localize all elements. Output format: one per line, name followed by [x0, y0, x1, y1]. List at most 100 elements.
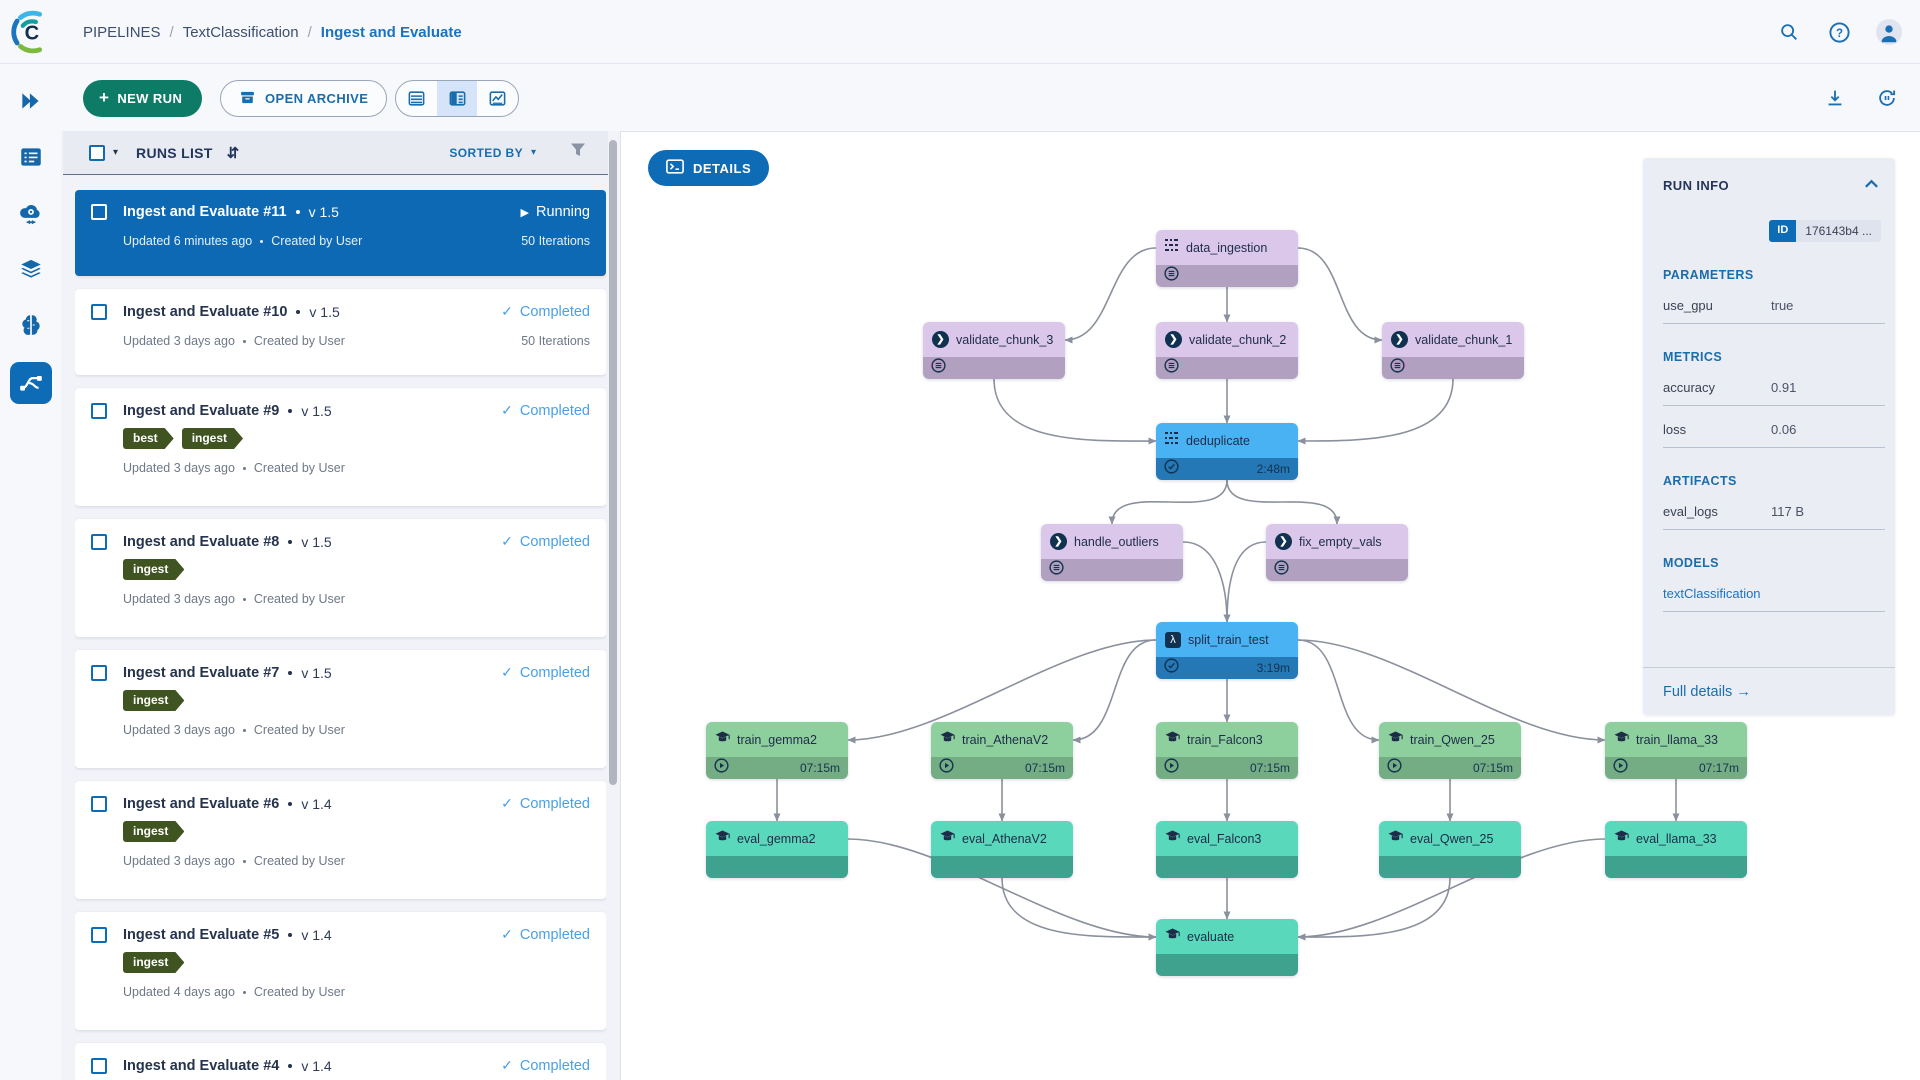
pipeline-node-eval_Falcon3[interactable]: eval_Falcon3: [1156, 821, 1298, 878]
sidebar-item-models[interactable]: [0, 299, 61, 355]
filter-icon[interactable]: [570, 143, 586, 162]
info-row: textClassification: [1663, 586, 1885, 612]
breadcrumb-separator: /: [307, 23, 312, 41]
clearml-logo[interactable]: C: [8, 9, 54, 55]
node-footer: [706, 856, 848, 878]
help-icon[interactable]: ?: [1826, 19, 1852, 45]
sidebar-item-workers[interactable]: [0, 187, 61, 243]
run-checkbox[interactable]: [91, 926, 107, 943]
full-details-link[interactable]: Full details →: [1663, 683, 1751, 700]
run-title: Ingest and Evaluate #7: [123, 664, 280, 681]
runs-list-scrollbar[interactable]: [609, 140, 617, 785]
download-icon[interactable]: [1824, 87, 1848, 111]
process-icon: ❯: [1391, 331, 1408, 348]
sort-icon[interactable]: ⇵: [226, 144, 240, 162]
node-header: ❯validate_chunk_3: [923, 322, 1065, 357]
train-icon: [1165, 830, 1180, 848]
pipeline-node-validate_chunk_3[interactable]: ❯validate_chunk_3: [923, 322, 1065, 379]
breadcrumb-item[interactable]: PIPELINES: [83, 23, 161, 41]
node-footer: [1605, 856, 1747, 878]
search-icon[interactable]: [1776, 19, 1802, 45]
auto-refresh-icon[interactable]: [1876, 87, 1900, 111]
id-badge: ID: [1769, 220, 1797, 242]
node-label: data_ingestion: [1186, 240, 1268, 255]
run-checkbox[interactable]: [91, 795, 107, 812]
pipeline-node-validate_chunk_1[interactable]: ❯validate_chunk_1: [1382, 322, 1524, 379]
pipeline-node-eval_llama_33[interactable]: eval_llama_33: [1605, 821, 1747, 878]
pipeline-edge: [847, 838, 1157, 941]
pipeline-node-data_ingestion[interactable]: data_ingestion: [1156, 230, 1298, 287]
pipeline-node-fix_empty_vals[interactable]: ❯fix_empty_vals: [1266, 524, 1408, 581]
node-label: train_llama_33: [1636, 732, 1718, 747]
sidebar-item-pipelines[interactable]: [0, 355, 61, 411]
breadcrumb-item[interactable]: Ingest and Evaluate: [320, 23, 462, 41]
pipeline-node-validate_chunk_2[interactable]: ❯validate_chunk_2: [1156, 322, 1298, 379]
sidebar-item-datasets[interactable]: [0, 243, 61, 299]
select-all-checkbox[interactable]: [89, 144, 105, 161]
pipeline-edge: [1297, 877, 1451, 941]
run-checkbox[interactable]: [91, 402, 107, 419]
pipeline-node-eval_Qwen_25[interactable]: eval_Qwen_25: [1379, 821, 1521, 878]
view-toggle: [395, 80, 519, 117]
select-all-caret-icon[interactable]: ▾: [113, 147, 119, 158]
run-tags: ingest: [123, 690, 590, 711]
run-checkbox[interactable]: [91, 204, 107, 220]
sidebar-item-projects[interactable]: [0, 75, 61, 131]
collapse-chevron-icon[interactable]: [1864, 176, 1879, 194]
pipeline-node-eval_gemma2[interactable]: eval_gemma2: [706, 821, 848, 878]
run-status: ✓Completed: [501, 1057, 590, 1074]
split-view-icon[interactable]: [436, 81, 478, 116]
run-checkbox[interactable]: [91, 1057, 107, 1074]
dot-separator: [242, 859, 246, 863]
chart-view-icon[interactable]: [477, 81, 518, 116]
run-checkbox[interactable]: [91, 664, 107, 681]
run-created: Created by User: [253, 723, 345, 737]
run-status-label: Running: [535, 204, 590, 220]
node-label: handle_outliers: [1074, 534, 1159, 549]
dot-separator: [288, 670, 293, 675]
pipeline-node-handle_outliers[interactable]: ❯ handle_outliers: [1041, 524, 1183, 581]
run-id-value[interactable]: 176143b4 ...: [1796, 220, 1881, 242]
queues-icon: [18, 144, 44, 175]
node-label: deduplicate: [1186, 433, 1250, 448]
process-icon: ❯: [1050, 533, 1067, 550]
sorted-by-caret-icon[interactable]: ▾: [530, 147, 536, 158]
node-footer: [1382, 357, 1524, 379]
dot-separator: [242, 990, 246, 994]
run-checkbox[interactable]: [91, 303, 107, 320]
open-archive-button[interactable]: OPEN ARCHIVE: [220, 80, 388, 117]
table-view-icon[interactable]: [396, 81, 437, 116]
sidebar-item-queues[interactable]: [0, 131, 61, 187]
details-button[interactable]: DETAILS: [648, 150, 770, 186]
run-updated: Updated 3 days ago: [123, 854, 235, 868]
sorted-by-label[interactable]: SORTED BY: [449, 145, 523, 160]
pipeline-node-evaluate[interactable]: evaluate: [1156, 919, 1298, 976]
train-icon: [1165, 731, 1180, 749]
user-avatar[interactable]: [1876, 19, 1902, 45]
model-link[interactable]: textClassification: [1663, 586, 1761, 601]
node-footer: 07:15m: [1379, 757, 1521, 779]
run-tag: best: [123, 428, 174, 449]
new-run-button[interactable]: + NEW RUN: [83, 80, 203, 117]
pipeline-node-eval_AthenaV2[interactable]: eval_AthenaV2: [931, 821, 1073, 878]
breadcrumb-item[interactable]: TextClassification: [182, 23, 299, 41]
run-checkbox[interactable]: [91, 533, 107, 550]
